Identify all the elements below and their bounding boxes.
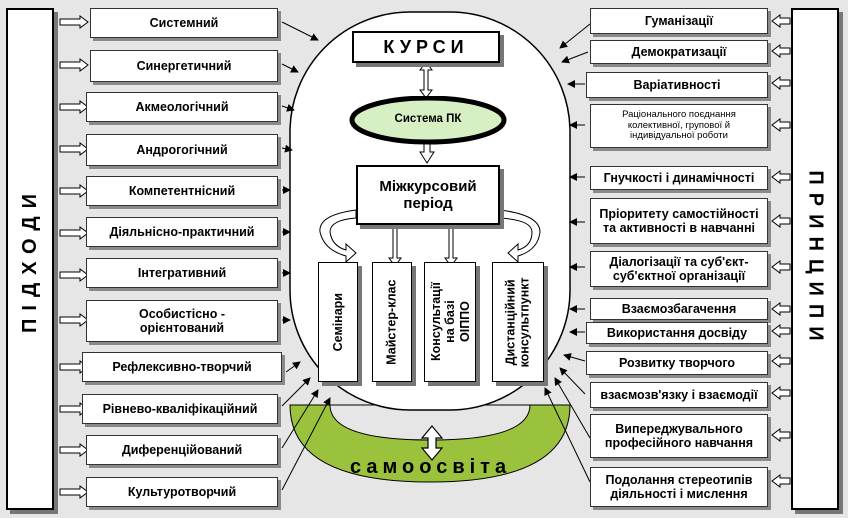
right-connector-arrows <box>771 14 791 488</box>
system-label: Система ПК <box>394 113 462 126</box>
self-education-label: самоосвіта <box>350 456 512 478</box>
column-distance: Дистанційний консультпункт <box>492 262 544 382</box>
principle-box: Розвитку творчого <box>586 351 768 375</box>
approach-box: Компетентнісний <box>86 176 278 206</box>
principle-box: Взаємозбагачення <box>590 298 768 320</box>
approaches-title-box: ПІДХОДИ <box>6 8 54 510</box>
principle-box: Варіативності <box>586 72 768 98</box>
column-label: Дистанційний консультпункт <box>503 276 532 368</box>
principles-title-box: ПРИНЦИПИ <box>791 8 839 510</box>
principle-box: взаємозв'язку і взаємодії <box>590 382 768 408</box>
approach-box: Диференційований <box>86 435 278 465</box>
principle-box: Подолання стереотипів діяльності і мисле… <box>590 467 768 507</box>
curve-arrow-left <box>319 209 357 264</box>
approaches-title: ПІДХОДИ <box>18 185 41 333</box>
column-master-class: Майстер-клас <box>372 262 412 382</box>
approach-box: Системний <box>90 8 278 38</box>
left-arrows-to-center <box>281 21 331 491</box>
approach-box: Рефлексивно-творчий <box>82 352 282 382</box>
principle-box: Діалогізації та суб'єкт-суб'єктної орган… <box>590 251 768 287</box>
approach-box: Синергетичний <box>90 50 278 82</box>
approach-box: Культуротворчий <box>86 477 278 507</box>
column-consultations: Консультації на базі ОІППО <box>424 262 476 382</box>
principle-box: Гнучкості і динамічності <box>590 166 768 190</box>
system-ellipse <box>349 96 507 145</box>
approach-box: Діяльнісно-практичний <box>86 217 278 247</box>
self-education-arrow <box>420 425 444 461</box>
approach-box: Особистісно - орієнтований <box>86 300 278 342</box>
column-label: Консультації на базі ОІППО <box>428 282 472 362</box>
left-connector-arrows <box>59 15 89 499</box>
principle-box: Пріоритету самостійності та активності в… <box>590 198 768 244</box>
approach-box: Акмеологічний <box>86 92 278 122</box>
principle-box: Гуманізації <box>590 8 768 34</box>
right-arrows-to-center <box>544 23 591 483</box>
approach-box: Андрогогічний <box>86 134 278 166</box>
principle-box: Демократизації <box>590 40 768 64</box>
principle-box: Раціонального поєднання колективної, гру… <box>590 104 768 148</box>
principle-box: Використання досвіду <box>586 322 768 344</box>
intercourse-box: Міжкурсовий період <box>356 165 500 225</box>
approach-box: Інтегративний <box>86 258 278 288</box>
column-label: Семінари <box>330 292 345 352</box>
column-label: Майстер-клас <box>384 279 399 365</box>
approach-box: Рівнево-кваліфікаційний <box>82 394 278 424</box>
principle-box: Випереджувального професійного навчання <box>590 414 768 458</box>
intercourse-label: Міжкурсовий період <box>379 178 477 212</box>
courses-box: КУРСИ <box>352 31 500 63</box>
curve-arrow-right <box>499 209 541 264</box>
courses-label: КУРСИ <box>383 36 469 57</box>
principles-title: ПРИНЦИПИ <box>804 169 827 349</box>
column-seminars: Семінари <box>318 262 358 382</box>
